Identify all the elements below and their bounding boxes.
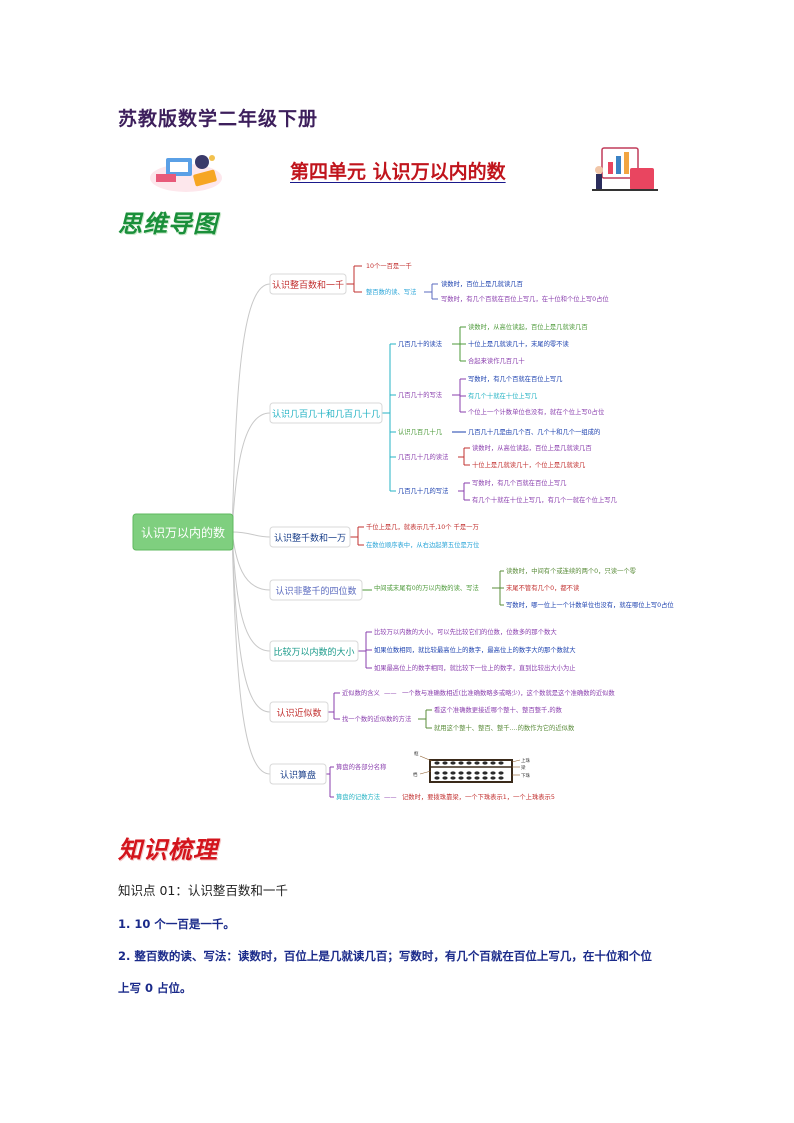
mm-text: 看这个准确数更接近哪个整十、整百整千,的数 [434, 705, 563, 714]
abacus-label: 上珠 [521, 757, 530, 764]
mm-text: 一个数与准确数相近(比准确数略多或略少)，这个数就是这个准确数的近似数 [402, 688, 615, 697]
mm-text: 个位上一个计数单位也没有，就在个位上写0占位 [468, 407, 605, 416]
knowledge-line-1: 1. 10 个一百是一千。 [118, 917, 235, 931]
branch-thousands-ten-thousand: 认识整千数和一万 [274, 532, 346, 544]
mm-text: 几百几十几的写法 [398, 486, 448, 495]
mm-text: 千位上是几，就表示几千,10个 千是一万 [366, 522, 479, 531]
mm-text: 写数时，有几个百就在百位上写几，在十位和个位上写0占位 [441, 294, 609, 303]
branch-abacus: 认识算盘 [280, 769, 316, 781]
root-node-box [132, 513, 234, 551]
branch-four-digit: 认识非整千的四位数 [275, 585, 356, 597]
mm-text: 几百几十几的读法 [398, 452, 448, 461]
mm-text: 算盘的各部分名称 [336, 762, 387, 771]
abacus-label: 档 [413, 771, 418, 778]
mm-text: 算盘的记数方法 [336, 792, 380, 801]
knowledge-line-2: 2. 整百数的读、写法：读数时，百位上是几就读几百；写数时，有几个百就在百位上写… [118, 949, 652, 963]
mm-text: 合起来读作几百几十 [468, 356, 525, 365]
mm-text: 就用这个整十、整百、整千....的数作为它的近似数 [434, 723, 575, 732]
root-node: 认识万以内的数 [141, 525, 225, 540]
mm-text: 在数位顺序表中，从右边起第五位是万位 [366, 540, 480, 549]
mm-text: 近似数的含义 [342, 688, 380, 697]
mm-text: 几百几十几是由几个百、几个十和几个一组成的 [468, 427, 600, 436]
mm-text: 十位上是几就读几十，末尾的零不读 [468, 339, 569, 348]
mind-map: 认识万以内的数 认识整百数和一千 认识几百几十和几百几十几 认识整千数和一万 认… [132, 261, 674, 801]
abacus-icon: 框 档 上珠 梁 下珠 [413, 750, 530, 783]
mm-text: 整百数的读、写法 [366, 287, 416, 296]
mm-text: 读数时，从高位读起，百位上是几就读几百 [472, 443, 592, 452]
chart-illustration-right [592, 147, 658, 191]
mm-text: 有几个十就在十位上写几 [468, 391, 538, 400]
mm-text: 比较万以内数的大小，可以先比较它们的位数，位数多的那个数大 [374, 627, 557, 636]
mm-text: 读数时，从高位读起，百位上是几就读几百 [468, 322, 588, 331]
mm-text: 读数时，中间有个或连续的两个0，只读一个零 [506, 566, 637, 575]
mm-text: 记数时，要拨珠靠梁，一个下珠表示1，一个上珠表示5 [402, 792, 555, 801]
mm-text: 如果位数相同，就比较最高位上的数字，最高位上的数字大的那个数就大 [374, 645, 576, 654]
branch-compare: 比较万以内数的大小 [273, 646, 354, 658]
mm-text: 中间或末尾有0的万以内数的读、写法 [374, 583, 479, 592]
mm-text: 写数时，有几个百就在百位上写几 [468, 374, 563, 383]
mm-text: 找一个数的近似数的方法 [342, 714, 411, 723]
mm-text: 几百几十的写法 [398, 390, 442, 399]
branch-hundreds-tens-ones: 认识几百几十和几百几十几 [272, 408, 380, 420]
abacus-label: 下珠 [521, 772, 530, 779]
unit-title: 第四单元 认识万以内的数 [290, 161, 506, 183]
document-title: 苏教版数学二年级下册 [118, 108, 319, 130]
mm-text: 末尾不管有几个0，都不读 [506, 583, 580, 592]
abacus-label: 框 [414, 750, 419, 757]
branch-approximate: 认识近似数 [276, 707, 321, 719]
mindmap-heading: 思维导图 [118, 210, 218, 238]
mm-text: 十位上是几就读几十，个位上是几就读几 [472, 460, 586, 469]
mm-text: 10个一百是一千 [366, 261, 412, 270]
mm-text: 如果最高位上的数字相同，就比较下一位上的数字，直到比较出大小为止 [374, 663, 576, 672]
mm-text: 几百几十的读法 [398, 339, 442, 348]
mm-text: 有几个十就在十位上写几，有几个一就在个位上写几 [472, 495, 618, 504]
mm-text: 写数时，有几个百就在百位上写几 [472, 478, 567, 487]
knowledge-line-2-continued: 上写 0 占位。 [118, 981, 192, 995]
knowledge-heading: 知识梳理 [118, 836, 218, 864]
mm-text: 写数时，哪一位上一个计数单位也没有，就在哪位上写0占位 [506, 600, 674, 609]
branch-whole-hundreds: 认识整百数和一千 [272, 279, 344, 291]
knowledge-point-title: 知识点 01：认识整百数和一千 [118, 883, 288, 898]
abacus-label: 梁 [521, 764, 526, 771]
mm-text: 读数时，百位上是几就读几百 [441, 279, 523, 288]
mm-text: —— [384, 690, 397, 697]
study-illustration-left [150, 155, 222, 192]
mm-text: 认识几百几十几 [398, 427, 443, 436]
mm-text: —— [384, 794, 397, 801]
